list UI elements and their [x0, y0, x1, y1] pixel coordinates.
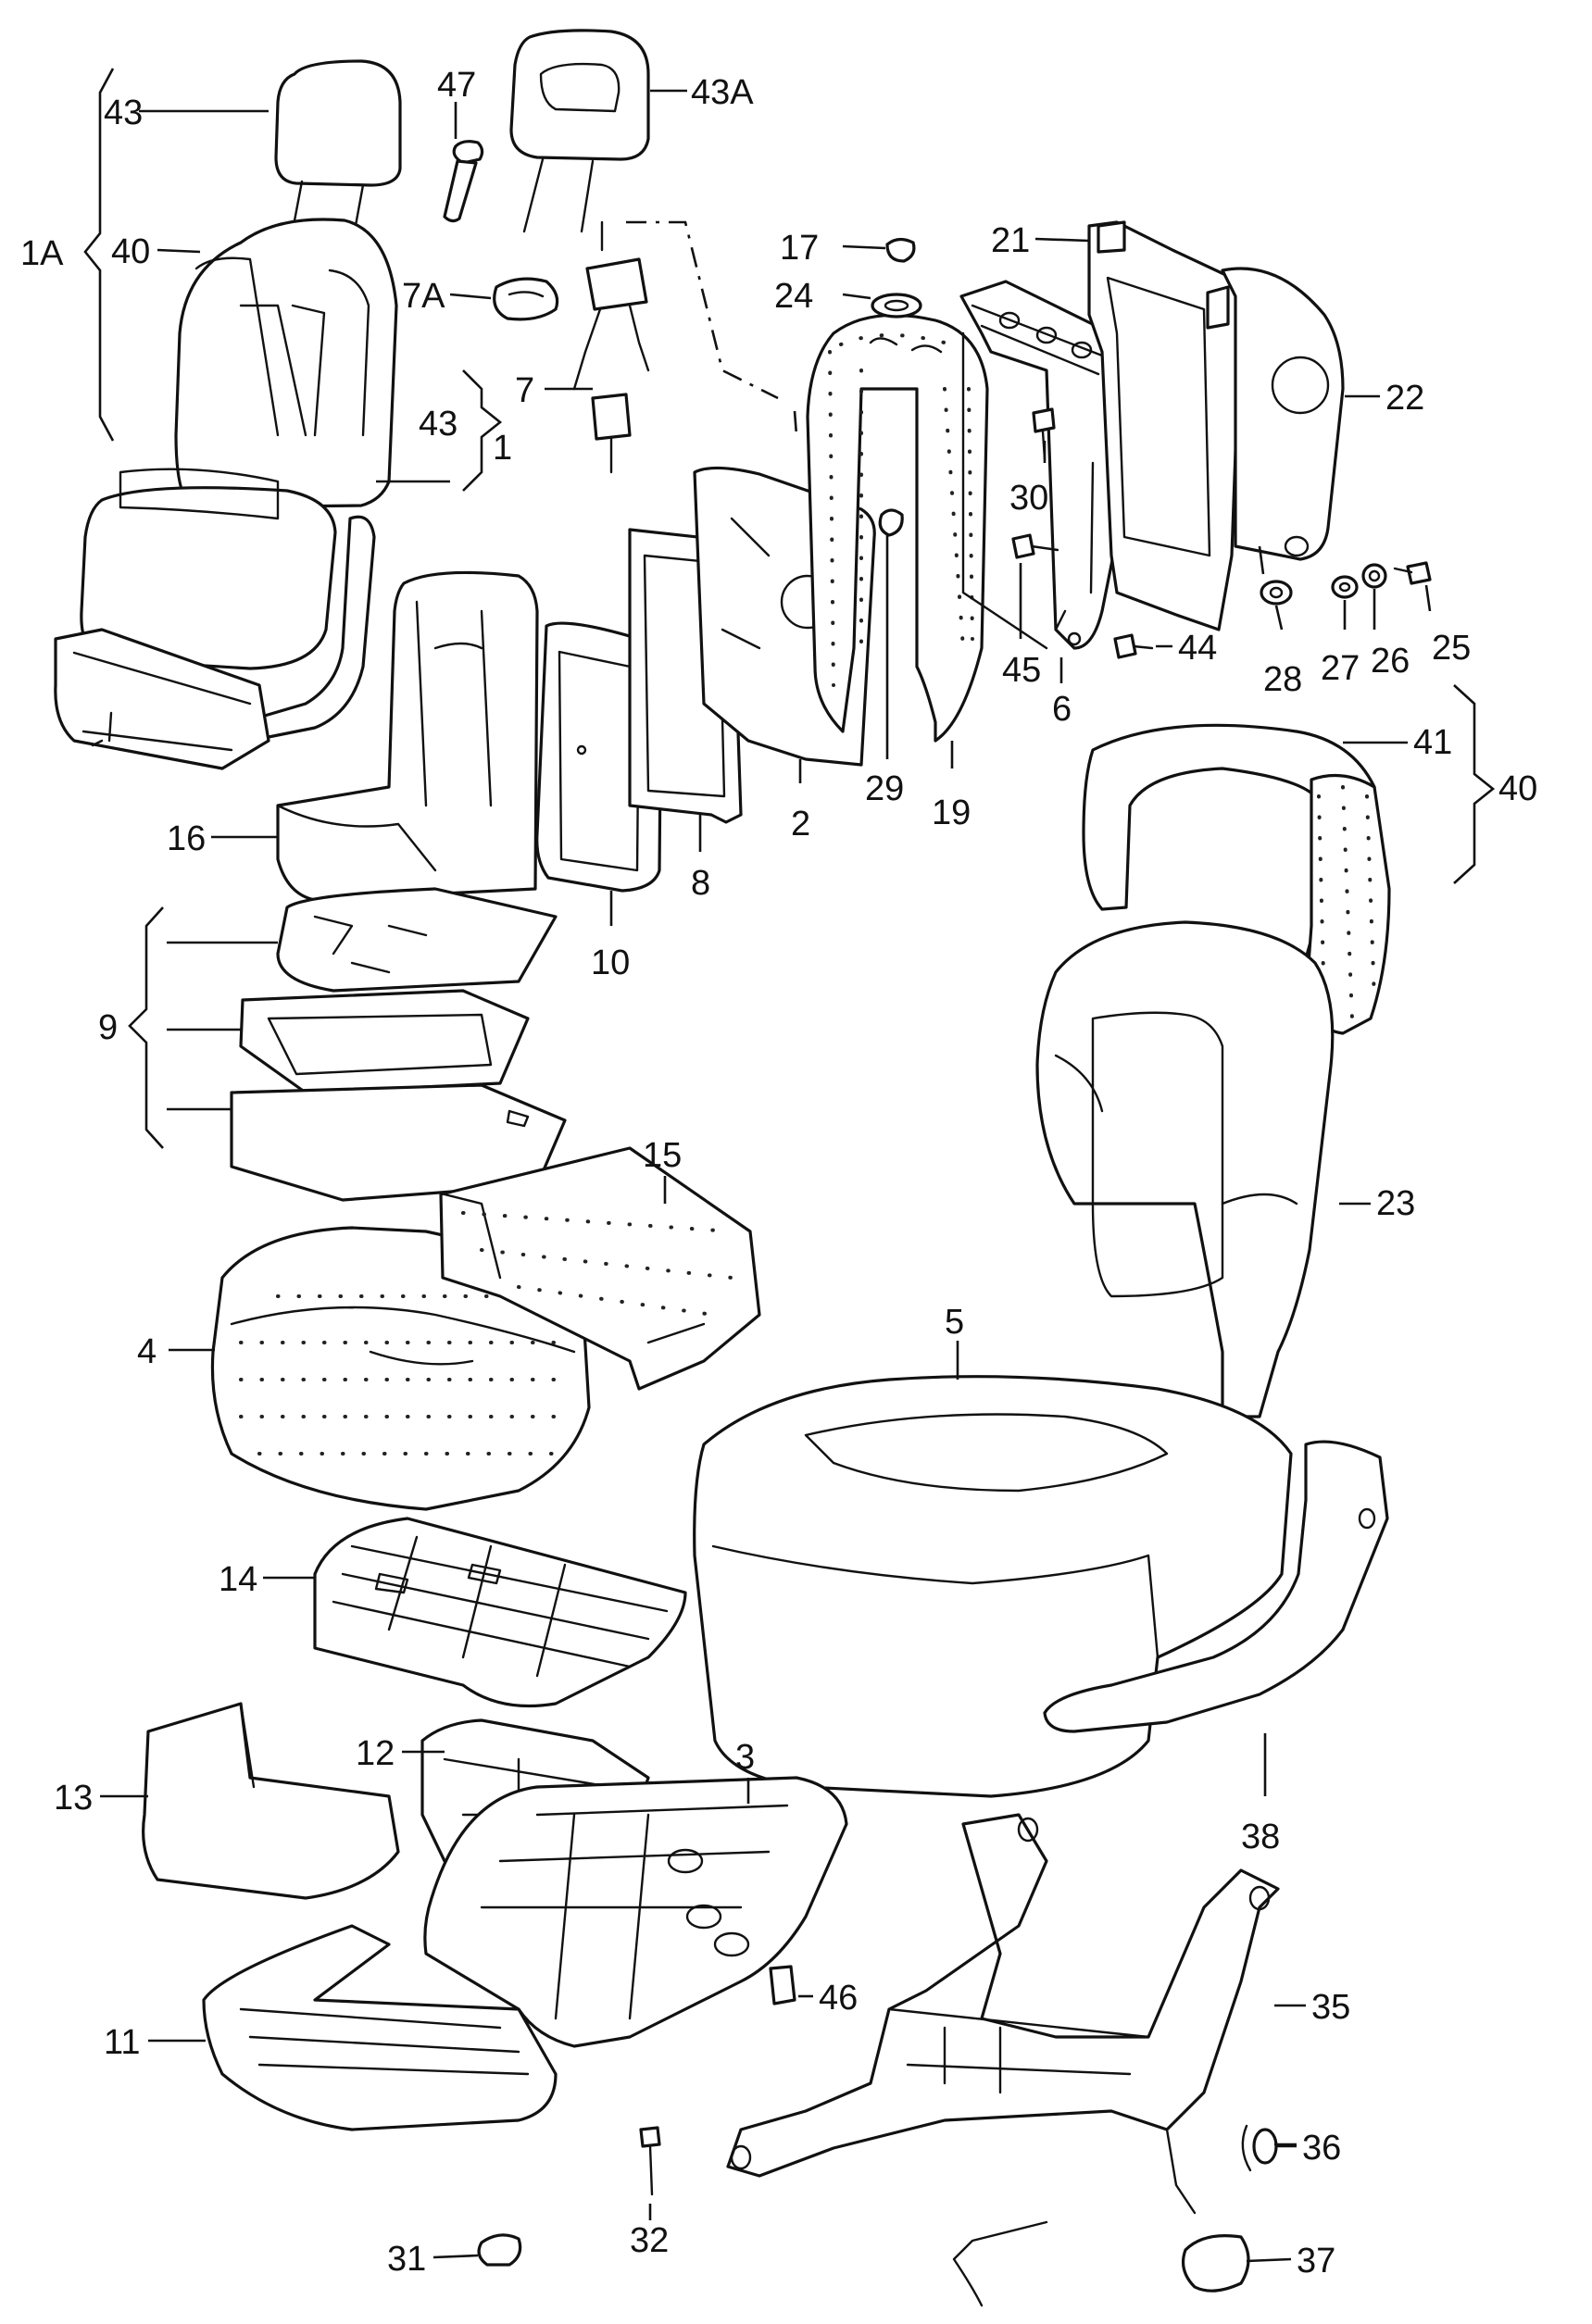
- callout-47: 47: [437, 66, 476, 105]
- callout-37: 37: [1297, 2242, 1335, 2280]
- group-brackets: [83, 68, 1496, 1149]
- assembly-link-line: [626, 220, 798, 436]
- bolt-44: [1113, 633, 1154, 659]
- cap-17: [885, 237, 916, 263]
- callout-23: 23: [1376, 1184, 1415, 1223]
- callout-41: 41: [1413, 723, 1452, 762]
- handle-37: [1182, 2234, 1250, 2293]
- callout-6: 6: [1052, 690, 1072, 729]
- rear-panel-22: [1221, 267, 1345, 561]
- callout-30: 30: [1009, 479, 1048, 518]
- washer-27: [1331, 575, 1359, 599]
- seat-rail-cover-11: [202, 1924, 558, 2131]
- callout-38: 38: [1241, 1818, 1280, 1856]
- nut-31: [477, 2233, 522, 2267]
- callout-25: 25: [1432, 629, 1471, 668]
- callout-17: 17: [780, 229, 819, 268]
- callout-36: 36: [1302, 2129, 1341, 2168]
- callout-7: 7: [515, 371, 534, 410]
- callout-35: 35: [1311, 1988, 1350, 2027]
- callout-40-right: 40: [1498, 769, 1537, 808]
- backrest-foam-19: [806, 313, 989, 743]
- washer-26: [1361, 563, 1387, 589]
- callout-29: 29: [865, 769, 904, 808]
- callout-16: 16: [167, 819, 206, 858]
- callout-10: 10: [591, 943, 630, 982]
- callout-27: 27: [1321, 649, 1360, 688]
- seat-pan-cover-13: [142, 1702, 400, 1900]
- callout-labels: 43 47 43A 1A 40 7A 7 43 1 17 24 21 22 30…: [20, 66, 1537, 2280]
- callout-43-mid: 43: [419, 405, 458, 444]
- callout-19: 19: [932, 793, 971, 832]
- seat-mat-14: [313, 1517, 687, 1708]
- callout-31: 31: [387, 2240, 426, 2279]
- complete-seat-assembly: [54, 59, 402, 770]
- seat-cover-5: [693, 1375, 1293, 1798]
- callout-24: 24: [774, 277, 813, 316]
- nut-28: [1260, 580, 1293, 606]
- callout-9: 9: [98, 1008, 118, 1047]
- backrest-frame-21: [1087, 220, 1243, 631]
- backrest-cover-16: [276, 570, 539, 902]
- callout-40-left: 40: [111, 232, 150, 271]
- callout-45: 45: [1002, 651, 1041, 690]
- headrest-guide-47: [443, 140, 484, 223]
- bolt-45: [1011, 533, 1059, 559]
- seat-base-frame-35: [726, 1813, 1280, 2307]
- headrest-43a: [509, 29, 650, 233]
- callout-26: 26: [1371, 642, 1410, 681]
- grommet-24: [871, 293, 922, 319]
- callout-11: 11: [104, 2023, 140, 2062]
- heating-element-9: [230, 887, 567, 1202]
- callout-12: 12: [356, 1734, 395, 1773]
- clip-46: [769, 1965, 796, 2005]
- callout-14: 14: [219, 1560, 257, 1599]
- callout-3: 3: [735, 1738, 755, 1777]
- callout-43-top: 43: [104, 94, 143, 132]
- bolt-25: [1393, 561, 1432, 585]
- callout-46: 46: [819, 1979, 858, 2018]
- seat-frame-3: [423, 1776, 848, 2048]
- callout-7a: 7A: [402, 277, 445, 316]
- callout-1a: 1A: [20, 234, 64, 273]
- seat-foam-4: [210, 1226, 591, 1511]
- wiring-harness-7: [572, 220, 650, 474]
- callout-15: 15: [643, 1136, 682, 1175]
- callout-21: 21: [991, 221, 1030, 260]
- pin-36: [1241, 2124, 1278, 2172]
- callout-2: 2: [791, 805, 810, 843]
- backrest-cover-23: [1035, 920, 1335, 1418]
- callout-1: 1: [493, 429, 512, 468]
- bolt-32: [639, 2126, 661, 2196]
- callout-22: 22: [1385, 379, 1424, 418]
- side-trim-38: [1043, 1440, 1389, 1733]
- callout-43a: 43A: [691, 73, 754, 112]
- callout-44: 44: [1178, 629, 1217, 668]
- callout-13: 13: [54, 1779, 93, 1818]
- callout-5: 5: [945, 1303, 964, 1342]
- clip-29: [878, 508, 904, 537]
- callout-8: 8: [691, 864, 710, 903]
- leader-lines: [100, 89, 1432, 2263]
- callout-32: 32: [630, 2221, 669, 2260]
- callout-28: 28: [1263, 660, 1302, 699]
- callout-4: 4: [137, 1332, 157, 1371]
- seat-foam-15: [439, 1146, 761, 1391]
- connector-7a: [493, 277, 559, 321]
